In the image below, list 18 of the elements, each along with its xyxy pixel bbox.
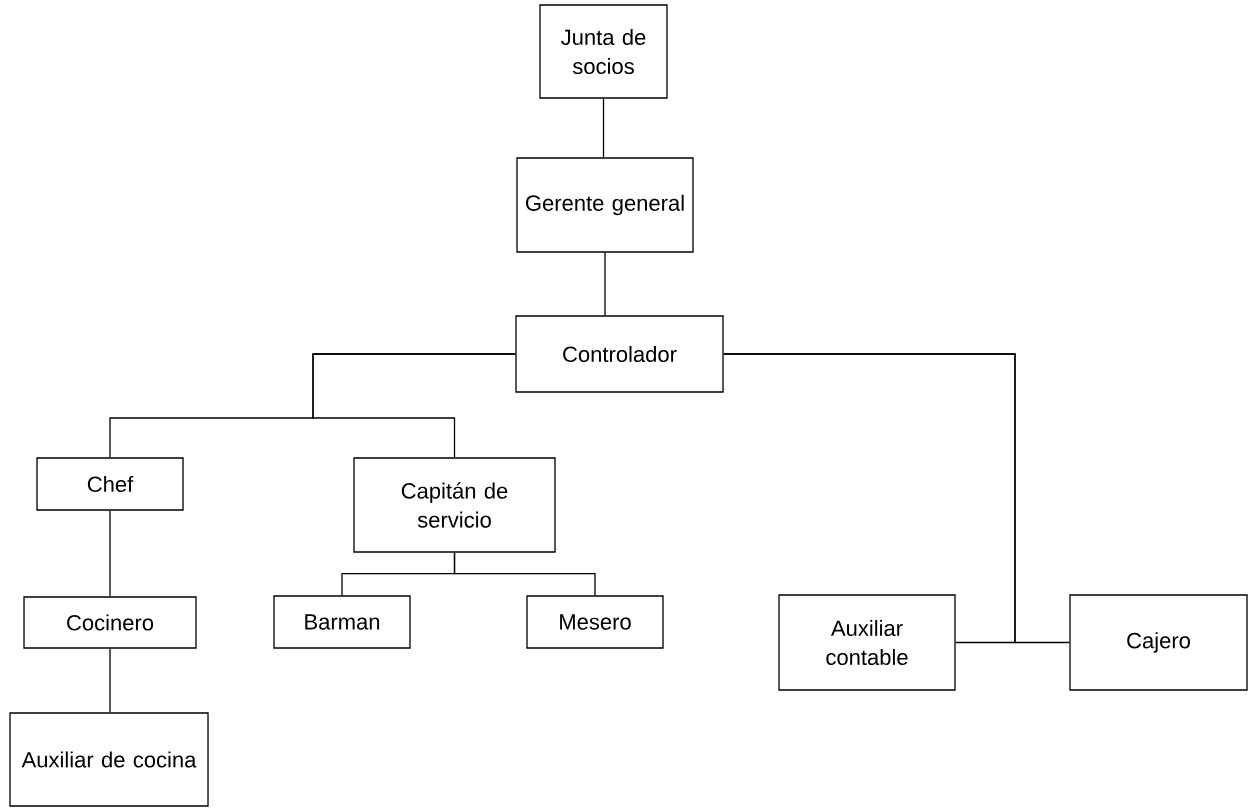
connector-line	[453, 552, 596, 596]
org-box: Junta de socios	[539, 4, 668, 99]
org-box: Mesero	[526, 595, 664, 649]
org-box: Auxiliar de cocina	[9, 712, 209, 807]
connector-line	[109, 510, 111, 597]
org-box: Auxiliar contable	[778, 594, 956, 691]
connector-line	[109, 648, 111, 713]
connector-line	[602, 98, 605, 158]
org-box: Capitán de servicio	[353, 457, 556, 553]
org-box: Gerente general	[516, 157, 694, 253]
org-box: Controlador	[515, 315, 724, 393]
org-box: Cocinero	[23, 596, 197, 649]
connector-line	[723, 353, 1070, 644]
connector-line	[312, 353, 516, 458]
org-box: Cajero	[1069, 594, 1248, 691]
org-box: Barman	[273, 595, 411, 649]
connector-line	[604, 252, 606, 316]
org-box: Chef	[36, 457, 184, 511]
